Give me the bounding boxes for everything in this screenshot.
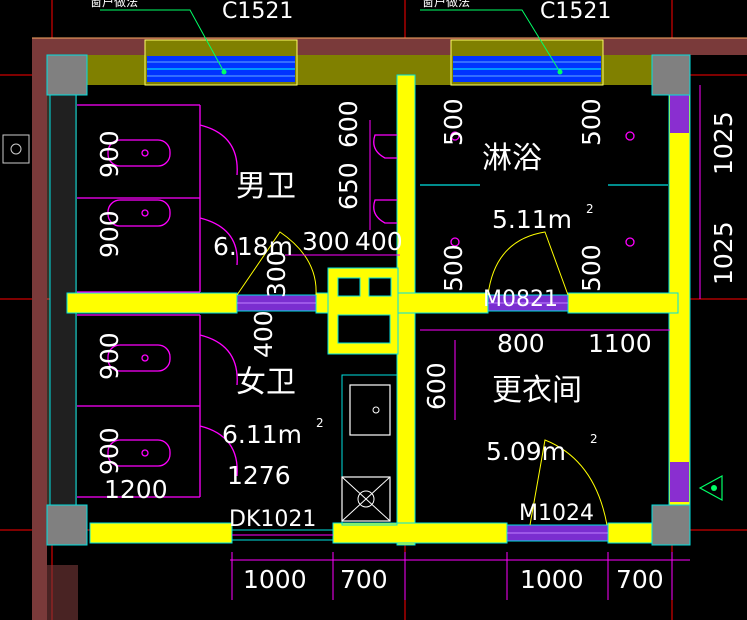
floor-drain-marker	[698, 474, 723, 502]
stall-dimensions: 900 900 900 900	[95, 130, 124, 475]
dim-changing-800: 800	[497, 329, 545, 358]
dimension-lines	[230, 85, 701, 600]
dim-changing-1100: 1100	[588, 329, 652, 358]
door-m0821	[487, 231, 569, 312]
right-wall-vent-bottom	[670, 462, 689, 502]
dim-bottom-700-b: 700	[616, 565, 664, 594]
window-right	[450, 39, 604, 86]
dim-bottom-1000-a: 1000	[243, 565, 307, 594]
window-leaders	[100, 9, 561, 73]
dim-stall-3: 900	[95, 332, 124, 380]
room-name-men: 男卫	[236, 169, 296, 204]
door-tag-dk1021: DK1021	[229, 507, 316, 532]
wash-sink	[341, 374, 398, 526]
shower-heads	[420, 131, 668, 247]
toilet-stalls	[77, 104, 238, 498]
room-area-changing-unit: 2	[590, 432, 598, 446]
dim-urinal-600: 600	[334, 100, 363, 148]
dim-stall-2: 900	[95, 210, 124, 258]
dim-bottom-700-a: 700	[340, 565, 388, 594]
dim-shower-500-a: 500	[439, 98, 468, 146]
dim-ws-1200: 1200	[104, 475, 168, 504]
dim-stall-4: 900	[95, 427, 124, 475]
window-left	[144, 39, 298, 86]
dim-shower-500-d: 500	[577, 244, 606, 292]
room-area-men: 6.18m	[213, 232, 293, 261]
dim-right-1025-b: 1025	[709, 221, 738, 285]
dim-bottom-1000-b: 1000	[520, 565, 584, 594]
dim-shower-500-c: 500	[439, 244, 468, 292]
window-label-right: C1521	[540, 0, 611, 24]
dim-urinal-650: 650	[334, 162, 363, 210]
window-note-right: 窗户做法	[422, 0, 470, 9]
dim-right-1025-a: 1025	[709, 111, 738, 175]
window-label-left: C1521	[222, 0, 293, 24]
room-name-changing: 更衣间	[492, 373, 582, 408]
left-wall-symbol	[2, 134, 30, 164]
window-note-left: 窗户做法	[90, 0, 138, 9]
door-men	[236, 231, 317, 312]
door-tag-m0821: M0821	[483, 287, 558, 312]
right-wall-vent-top	[670, 93, 689, 133]
dim-shower-500-b: 500	[577, 98, 606, 146]
door-tag-m1024: M1024	[519, 501, 594, 526]
dim-mid-300: 300	[302, 227, 350, 256]
dim-door-300: 300	[262, 250, 291, 298]
opening-dk1021	[231, 529, 334, 541]
room-area-women-unit: 2	[316, 416, 324, 430]
floor-drain	[341, 476, 391, 522]
dim-ws-1276: 1276	[227, 461, 291, 490]
room-name-shower: 淋浴	[482, 141, 542, 176]
room-area-shower-unit: 2	[586, 202, 594, 216]
dim-stall-1: 900	[95, 130, 124, 178]
columns	[46, 54, 691, 546]
shaft-openings	[337, 277, 392, 344]
squat-pans	[107, 139, 171, 467]
room-area-changing: 5.09m	[486, 437, 566, 466]
room-area-shower: 5.11m	[492, 205, 572, 234]
urinals	[373, 134, 397, 224]
dim-door-400: 400	[249, 310, 278, 358]
dim-changing-600: 600	[422, 362, 451, 410]
room-area-women: 6.11m	[222, 420, 302, 449]
door-m1024	[506, 439, 609, 542]
dim-mid-400: 400	[355, 227, 403, 256]
room-name-women: 女卫	[236, 365, 296, 400]
